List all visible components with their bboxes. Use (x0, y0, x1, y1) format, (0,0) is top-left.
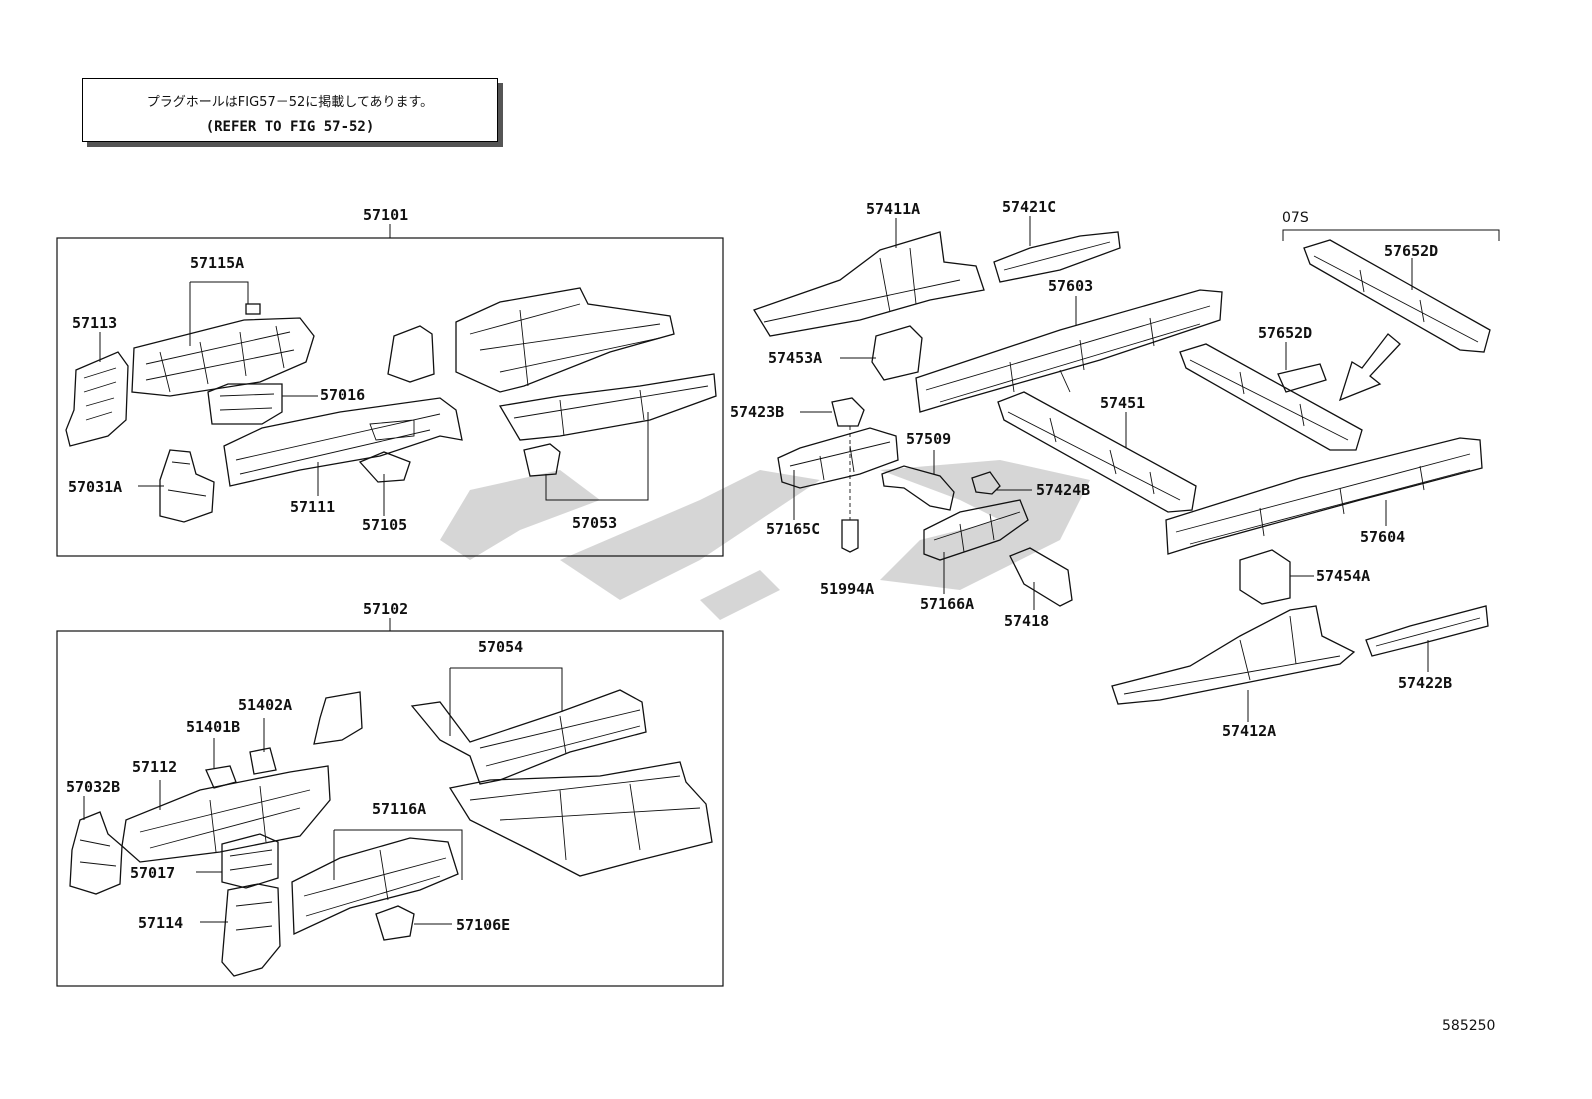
label-57451: 57451 (1100, 394, 1145, 412)
leader-57116A-b (334, 829, 463, 880)
label-57652D-upper: 57652D (1384, 242, 1438, 260)
variant-label: 07S (1282, 210, 1309, 226)
part-57454A-drawing (1239, 549, 1291, 605)
part-57106E-drawing (375, 905, 415, 941)
label-57453A: 57453A (768, 349, 822, 367)
label-57423B: 57423B (730, 403, 784, 421)
part-57166A-drawing (923, 499, 1029, 561)
label-57116A: 57116A (372, 800, 426, 818)
part-57509-drawing (881, 465, 955, 511)
part-57031A-drawing (159, 449, 215, 523)
label-57411A: 57411A (866, 200, 920, 218)
part-57165C-drawing (777, 427, 899, 489)
label-57016: 57016 (320, 386, 365, 404)
part-front-rail-upper-drawing (455, 287, 675, 393)
reference-note: プラグホールはFIG57－52に掲載してあります。 (REFER TO FIG … (82, 78, 498, 142)
label-57604: 57604 (1360, 528, 1405, 546)
label-57418: 57418 (1004, 612, 1049, 630)
part-57116A-drawing (291, 837, 459, 936)
leader-57054-b (450, 667, 563, 712)
part-57112-drawing (121, 765, 331, 863)
label-57053: 57053 (572, 514, 617, 532)
part-51994A-drawing (841, 426, 859, 553)
label-57165C: 57165C (766, 520, 820, 538)
label-57454A: 57454A (1316, 567, 1370, 585)
label-57113: 57113 (72, 314, 117, 332)
reference-note-japanese: プラグホールはFIG57－52に掲載してあります。 (146, 95, 434, 110)
part-57054-lower-drawing (448, 761, 713, 877)
label-57112: 57112 (132, 758, 177, 776)
label-57105: 57105 (362, 516, 407, 534)
label-51401B: 51401B (186, 718, 240, 736)
part-57114-drawing (221, 883, 281, 977)
part-57421C-drawing (993, 231, 1121, 283)
leader-57053 (545, 412, 649, 501)
part-57652D-lower-drawing (1179, 343, 1363, 451)
label-57166A: 57166A (920, 595, 974, 613)
group-label-57102: 57102 (363, 600, 408, 618)
part-front-rail-lower-drawing (498, 373, 717, 441)
label-57031A: 57031A (68, 478, 122, 496)
part-57451-drawing (997, 391, 1197, 513)
label-57032B: 57032B (66, 778, 120, 796)
part-57016-drawing (207, 383, 283, 425)
part-57411A-drawing (753, 231, 985, 337)
part-57115A-drawing (131, 303, 315, 397)
label-57422B: 57422B (1398, 674, 1452, 692)
part-bracket-57102-drawing (313, 691, 363, 745)
label-57115A: 57115A (190, 254, 244, 272)
leader-57115A-b (190, 281, 249, 304)
part-57412A-drawing (1111, 605, 1356, 705)
reference-note-english: (REFER TO FIG 57-52) (205, 119, 375, 135)
part-57652D-upper-drawing (1303, 239, 1491, 353)
label-57509: 57509 (906, 430, 951, 448)
part-57453A-drawing (871, 325, 923, 381)
label-57424B: 57424B (1036, 481, 1090, 499)
part-57422B-drawing (1365, 605, 1489, 657)
part-57017-drawing (221, 833, 279, 889)
part-57604-drawing (1165, 437, 1483, 555)
part-57032B-drawing (69, 811, 123, 895)
figure-id: 585250 (1442, 1018, 1495, 1034)
group-label-57101: 57101 (363, 206, 408, 224)
watermark-logo (440, 460, 1090, 620)
label-51994A: 51994A (820, 580, 874, 598)
label-57114: 57114 (138, 914, 183, 932)
label-57412A: 57412A (1222, 722, 1276, 740)
part-57423B-drawing (831, 397, 865, 427)
variant-bracket (1282, 229, 1500, 241)
part-bracket-top-drawing (387, 325, 435, 383)
label-57652D-lower: 57652D (1258, 324, 1312, 342)
part-57111-drawing (223, 397, 463, 487)
part-57113-drawing (65, 351, 129, 447)
part-51401B-drawing (205, 765, 237, 789)
label-57106E: 57106E (456, 916, 510, 934)
group-frame-57101 (56, 237, 724, 557)
label-57054: 57054 (478, 638, 523, 656)
direction-arrow (1338, 333, 1401, 402)
label-57111: 57111 (290, 498, 335, 516)
label-51402A: 51402A (238, 696, 292, 714)
label-57603: 57603 (1048, 277, 1093, 295)
part-57418-drawing (1009, 547, 1073, 607)
part-51402A-drawing (249, 747, 277, 775)
part-57105-drawing (358, 451, 411, 483)
part-57603-drawing (915, 289, 1223, 413)
part-57053-bracket-drawing (523, 443, 561, 477)
label-57017: 57017 (130, 864, 175, 882)
label-57421C: 57421C (1002, 198, 1056, 216)
part-57054-upper-drawing (410, 689, 647, 785)
